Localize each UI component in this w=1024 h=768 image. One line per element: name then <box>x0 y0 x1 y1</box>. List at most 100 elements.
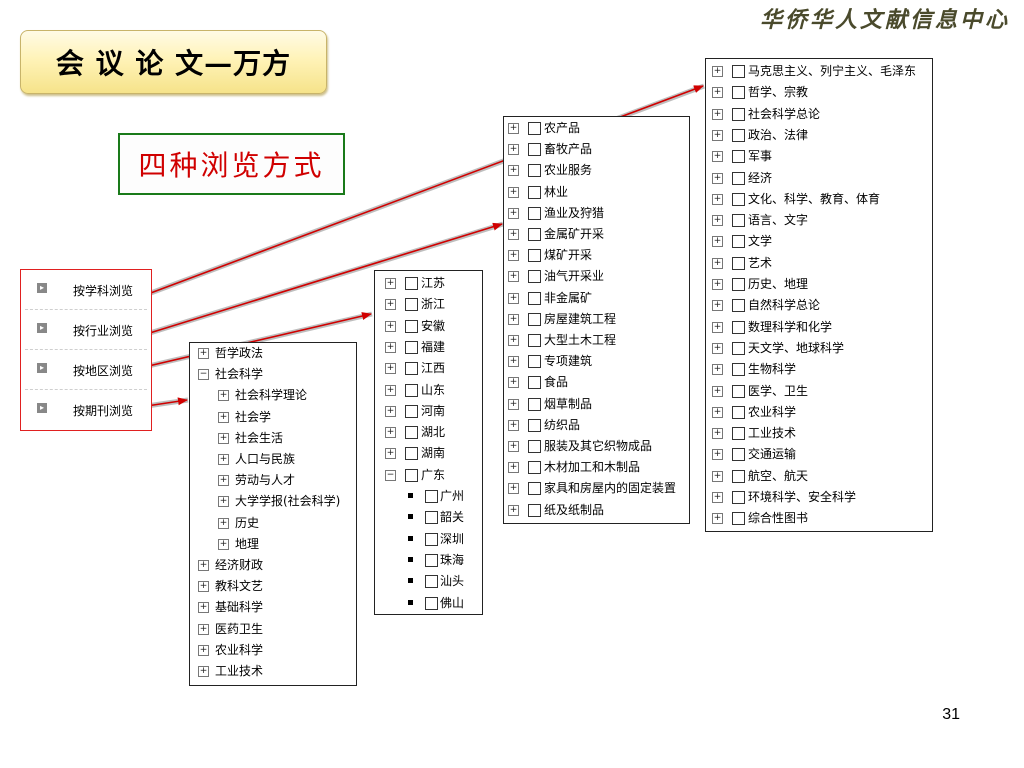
checkbox[interactable] <box>528 312 541 326</box>
browse-by-journal[interactable]: ▸ 按期刊浏览 <box>21 390 151 430</box>
expand-icon[interactable]: + <box>385 278 396 289</box>
expand-icon[interactable]: + <box>712 66 723 77</box>
expand-icon[interactable]: + <box>198 666 209 677</box>
checkbox[interactable] <box>425 532 438 546</box>
expand-icon[interactable]: + <box>508 441 519 452</box>
checkbox[interactable] <box>732 448 745 462</box>
checkbox[interactable] <box>732 86 745 100</box>
checkbox[interactable] <box>425 596 438 610</box>
expand-icon[interactable]: + <box>508 313 519 325</box>
checkbox[interactable] <box>528 270 541 284</box>
expand-icon[interactable]: + <box>218 390 229 402</box>
checkbox[interactable] <box>528 206 541 220</box>
expand-icon[interactable]: + <box>218 538 229 550</box>
expand-icon[interactable]: + <box>508 335 519 346</box>
browse-by-industry[interactable]: ▸ 按行业浏览 <box>21 310 151 350</box>
expand-icon[interactable]: + <box>218 411 229 423</box>
expand-icon[interactable]: + <box>508 483 519 495</box>
checkbox[interactable] <box>405 362 418 376</box>
checkbox[interactable] <box>528 249 541 263</box>
checkbox[interactable] <box>405 404 418 418</box>
expand-icon[interactable]: + <box>712 257 723 269</box>
expand-icon[interactable]: + <box>508 292 519 304</box>
checkbox[interactable] <box>732 363 745 377</box>
expand-icon[interactable]: + <box>712 385 723 397</box>
checkbox[interactable] <box>732 491 745 504</box>
expand-icon[interactable]: + <box>218 475 229 487</box>
checkbox[interactable] <box>732 256 745 270</box>
collapse-icon[interactable]: − <box>385 469 396 481</box>
checkbox[interactable] <box>425 490 438 503</box>
expand-icon[interactable]: + <box>508 504 519 516</box>
expand-icon[interactable]: + <box>198 348 209 359</box>
checkbox[interactable] <box>528 440 541 453</box>
checkbox[interactable] <box>528 185 541 199</box>
checkbox[interactable] <box>528 397 541 411</box>
checkbox[interactable] <box>732 427 745 441</box>
checkbox[interactable] <box>732 128 745 142</box>
expand-icon[interactable]: + <box>508 377 519 389</box>
checkbox[interactable] <box>405 383 418 397</box>
expand-icon[interactable]: + <box>508 229 519 240</box>
expand-icon[interactable]: + <box>218 517 229 529</box>
expand-icon[interactable]: + <box>198 560 209 571</box>
checkbox[interactable] <box>425 575 438 589</box>
expand-icon[interactable]: + <box>385 384 396 396</box>
expand-icon[interactable]: + <box>712 321 723 333</box>
checkbox[interactable] <box>732 384 745 398</box>
expand-icon[interactable]: + <box>198 602 209 614</box>
expand-icon[interactable]: + <box>508 207 519 219</box>
expand-icon[interactable]: + <box>385 320 396 332</box>
expand-icon[interactable]: + <box>218 454 229 465</box>
expand-icon[interactable]: + <box>508 144 519 156</box>
browse-by-region[interactable]: ▸ 按地区浏览 <box>21 350 151 390</box>
expand-icon[interactable]: + <box>712 129 723 141</box>
checkbox[interactable] <box>425 553 438 567</box>
expand-icon[interactable]: + <box>712 215 723 227</box>
checkbox[interactable] <box>405 340 418 354</box>
checkbox[interactable] <box>732 320 745 334</box>
checkbox[interactable] <box>528 143 541 157</box>
expand-icon[interactable]: + <box>218 496 229 508</box>
checkbox[interactable] <box>732 192 745 206</box>
expand-icon[interactable]: + <box>385 448 396 460</box>
expand-icon[interactable]: + <box>712 364 723 376</box>
checkbox[interactable] <box>732 214 745 228</box>
checkbox[interactable] <box>732 512 745 526</box>
expand-icon[interactable]: + <box>712 279 723 290</box>
expand-icon[interactable]: + <box>712 470 723 482</box>
expand-icon[interactable]: + <box>385 405 396 417</box>
expand-icon[interactable]: + <box>385 363 396 375</box>
expand-icon[interactable]: + <box>508 356 519 368</box>
checkbox[interactable] <box>528 122 541 135</box>
expand-icon[interactable]: + <box>712 449 723 461</box>
browse-by-subject[interactable]: ▸ 按学科浏览 <box>21 270 151 310</box>
expand-icon[interactable]: + <box>198 644 209 656</box>
checkbox[interactable] <box>732 405 745 419</box>
checkbox[interactable] <box>528 334 541 347</box>
expand-icon[interactable]: + <box>385 299 396 311</box>
expand-icon[interactable]: + <box>712 108 723 120</box>
checkbox[interactable] <box>528 503 541 517</box>
checkbox[interactable] <box>732 341 745 355</box>
checkbox[interactable] <box>528 164 541 178</box>
expand-icon[interactable]: + <box>508 123 519 134</box>
expand-icon[interactable]: + <box>508 165 519 177</box>
checkbox[interactable] <box>528 461 541 475</box>
expand-icon[interactable]: + <box>385 341 396 353</box>
checkbox[interactable] <box>528 355 541 369</box>
checkbox[interactable] <box>405 426 418 440</box>
checkbox[interactable] <box>528 291 541 305</box>
expand-icon[interactable]: + <box>198 581 209 593</box>
expand-icon[interactable]: + <box>198 623 209 635</box>
checkbox[interactable] <box>732 150 745 164</box>
expand-icon[interactable]: + <box>508 186 519 198</box>
checkbox[interactable] <box>732 278 745 291</box>
expand-icon[interactable]: + <box>508 419 519 431</box>
checkbox[interactable] <box>732 65 745 78</box>
checkbox[interactable] <box>732 469 745 483</box>
checkbox[interactable] <box>732 299 745 313</box>
expand-icon[interactable]: + <box>508 462 519 474</box>
expand-icon[interactable]: + <box>218 432 229 444</box>
expand-icon[interactable]: + <box>385 427 396 439</box>
